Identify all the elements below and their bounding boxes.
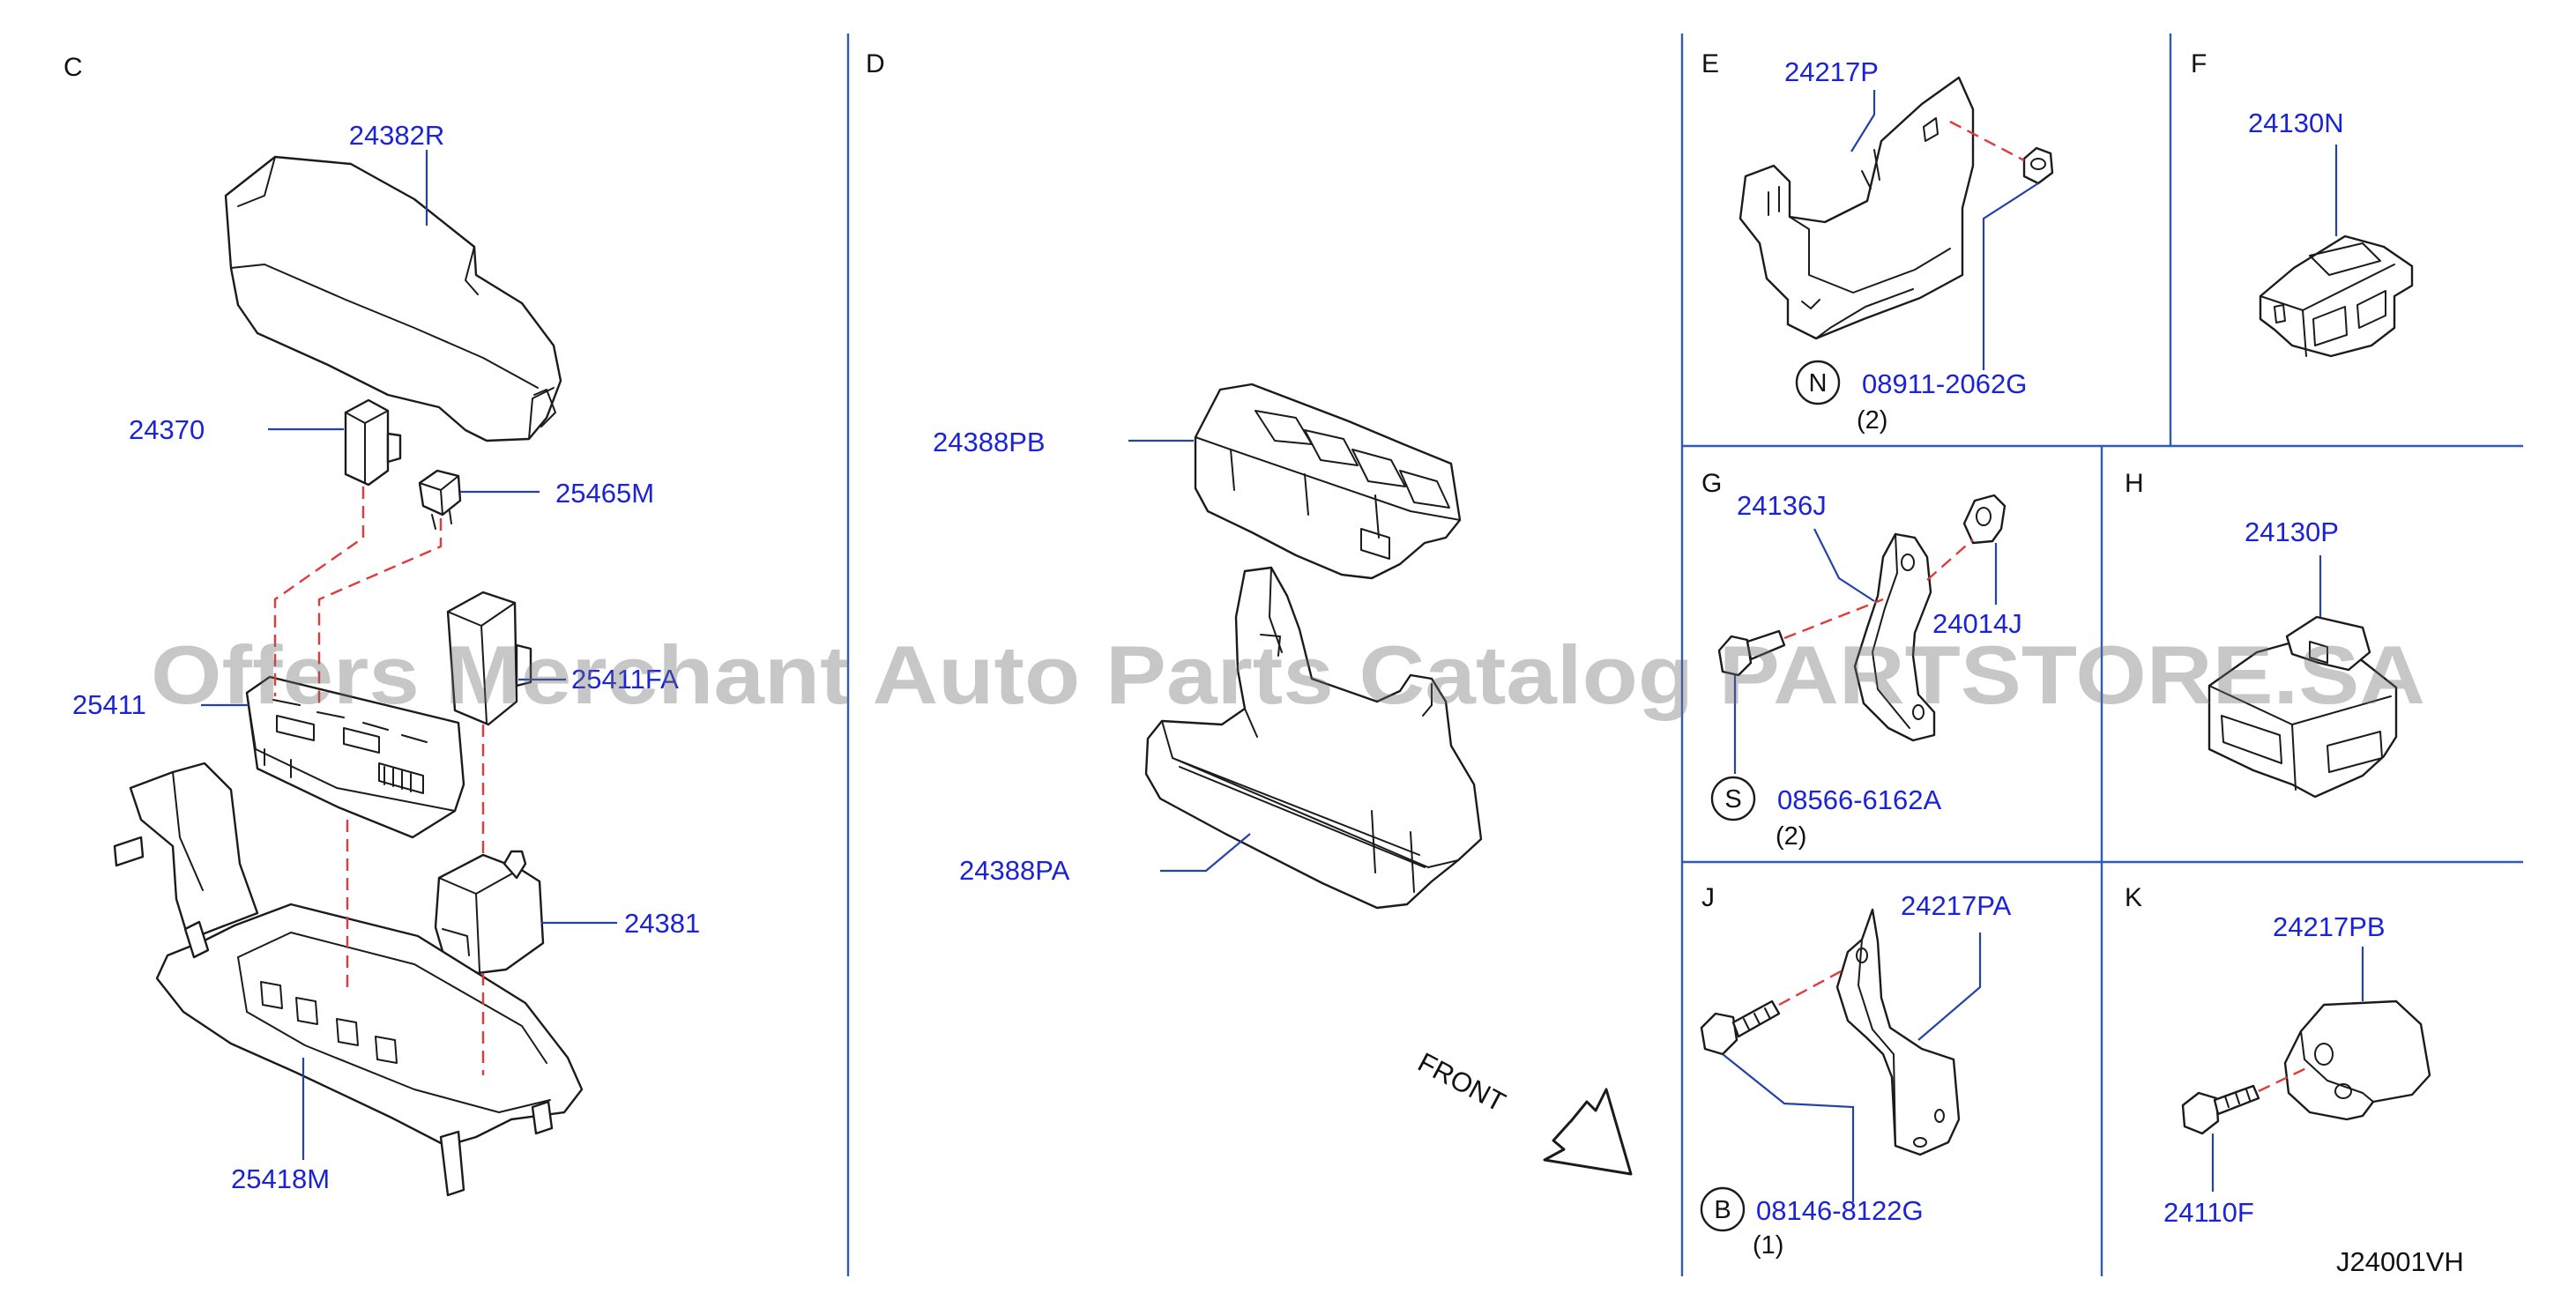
section-k-drawing <box>2181 947 2431 1192</box>
dash-fuse-to-block <box>317 518 443 705</box>
quantity-e: (2) <box>1857 406 1887 435</box>
fuse-holder-base-24388pa-drawing <box>1144 566 1483 910</box>
fuse-box-cover-drawing <box>224 155 562 442</box>
section-label-f: F <box>2191 49 2207 78</box>
fuse-holder-24388pb-drawing <box>1194 383 1462 580</box>
leader-24217pa <box>1917 933 1982 1041</box>
part-label-08566-6162a[interactable]: 08566-6162A <box>1777 784 1941 815</box>
part-label-24382r[interactable]: 24382R <box>349 120 445 151</box>
bolt-08146-drawing <box>1700 1012 1738 1056</box>
part-label-24014j[interactable]: 24014J <box>1932 608 2022 639</box>
section-label-g: G <box>1701 469 1722 498</box>
fastener-symbol-n <box>1795 360 1841 405</box>
quantity-j: (1) <box>1753 1231 1783 1260</box>
front-direction-label: FRONT <box>1413 1046 1511 1118</box>
relay-bracket-25418m-drawing <box>113 762 584 1197</box>
part-label-24388pa[interactable]: 24388PA <box>959 855 1070 886</box>
section-label-k: K <box>2125 883 2142 912</box>
relay-24370-drawing <box>344 398 402 487</box>
section-g-drawing <box>1717 494 2006 774</box>
fastener-symbol-b-letter: B <box>1714 1196 1731 1224</box>
part-label-08911-2062g[interactable]: 08911-2062G <box>1862 368 2027 399</box>
part-label-24110f[interactable]: 24110F <box>2163 1197 2254 1228</box>
bracket-24381-drawing <box>434 850 545 975</box>
leader-24217p <box>1850 90 1876 152</box>
section-e-drawing <box>1738 76 2054 370</box>
clip-24014j-drawing <box>1962 494 2006 545</box>
part-label-24217pb[interactable]: 24217PB <box>2273 911 2386 942</box>
dash-bolt-to-bracket-j <box>1778 968 1845 1007</box>
part-label-24217pa[interactable]: 24217PA <box>1901 890 2012 921</box>
bolt-08566-drawing <box>1717 635 1753 677</box>
part-label-24136j[interactable]: 24136J <box>1737 490 1827 521</box>
front-arrow-icon <box>1543 1088 1633 1176</box>
part-label-24130p[interactable]: 24130P <box>2245 517 2339 547</box>
part-label-24130n[interactable]: 24130N <box>2248 108 2344 138</box>
part-label-25465m[interactable]: 25465M <box>555 478 654 509</box>
fastener-symbol-b <box>1700 1186 1746 1232</box>
part-label-25411fa[interactable]: 25411FA <box>571 664 679 695</box>
section-label-d: D <box>866 49 885 78</box>
fastener-symbol-n-letter: N <box>1809 369 1828 398</box>
dash-bracket-to-clip <box>1926 539 1974 581</box>
watermark-text: Offers Merchant Auto Parts Catalog PARTS… <box>151 628 2425 721</box>
bolt-24110f-drawing <box>2181 1091 2220 1135</box>
relay-25411fa-drawing <box>446 591 532 726</box>
section-label-j: J <box>1701 883 1715 912</box>
part-label-24217p[interactable]: 24217P <box>1784 56 1879 87</box>
section-d-drawing: FRONT <box>1128 383 1633 1176</box>
part-label-25418m[interactable]: 25418M <box>231 1163 330 1194</box>
dash-bolt-to-bracket <box>1783 598 1884 640</box>
fastener-symbol-s-letter: S <box>1724 785 1741 814</box>
fastener-symbol-s <box>1710 776 1756 821</box>
part-label-25411[interactable]: 25411 <box>72 689 146 720</box>
dash-relay-to-block <box>273 487 365 696</box>
part-label-24370[interactable]: 24370 <box>129 414 205 445</box>
part-label-08146-8122g[interactable]: 08146-8122G <box>1756 1195 1924 1226</box>
part-label-24381[interactable]: 24381 <box>624 908 700 939</box>
leader-24136j <box>1813 528 1875 602</box>
nut-drawing <box>2022 146 2054 185</box>
panel-frames <box>846 33 2523 1276</box>
leader-08146 <box>1722 1053 1855 1202</box>
leader-24388pa <box>1160 833 1251 873</box>
fuse-block-25411-drawing <box>245 675 465 839</box>
section-label-h: H <box>2125 469 2144 498</box>
fuse-25465m-drawing <box>418 469 462 530</box>
section-c-drawing <box>113 150 617 1197</box>
section-f-drawing <box>2259 145 2414 358</box>
part-label-24388pb[interactable]: 24388PB <box>933 427 1046 457</box>
dash-bracket-to-nut <box>1949 120 2025 162</box>
section-h-drawing <box>2207 555 2398 799</box>
diagram-code: J24001VH <box>2336 1246 2464 1277</box>
dash-bolt-to-bracket-k <box>2258 1065 2311 1093</box>
section-label-e: E <box>1701 49 1719 78</box>
quantity-g: (2) <box>1776 822 1806 851</box>
section-label-c: C <box>63 53 83 82</box>
section-j-drawing <box>1700 908 1982 1202</box>
leader-08911 <box>1982 182 2039 370</box>
